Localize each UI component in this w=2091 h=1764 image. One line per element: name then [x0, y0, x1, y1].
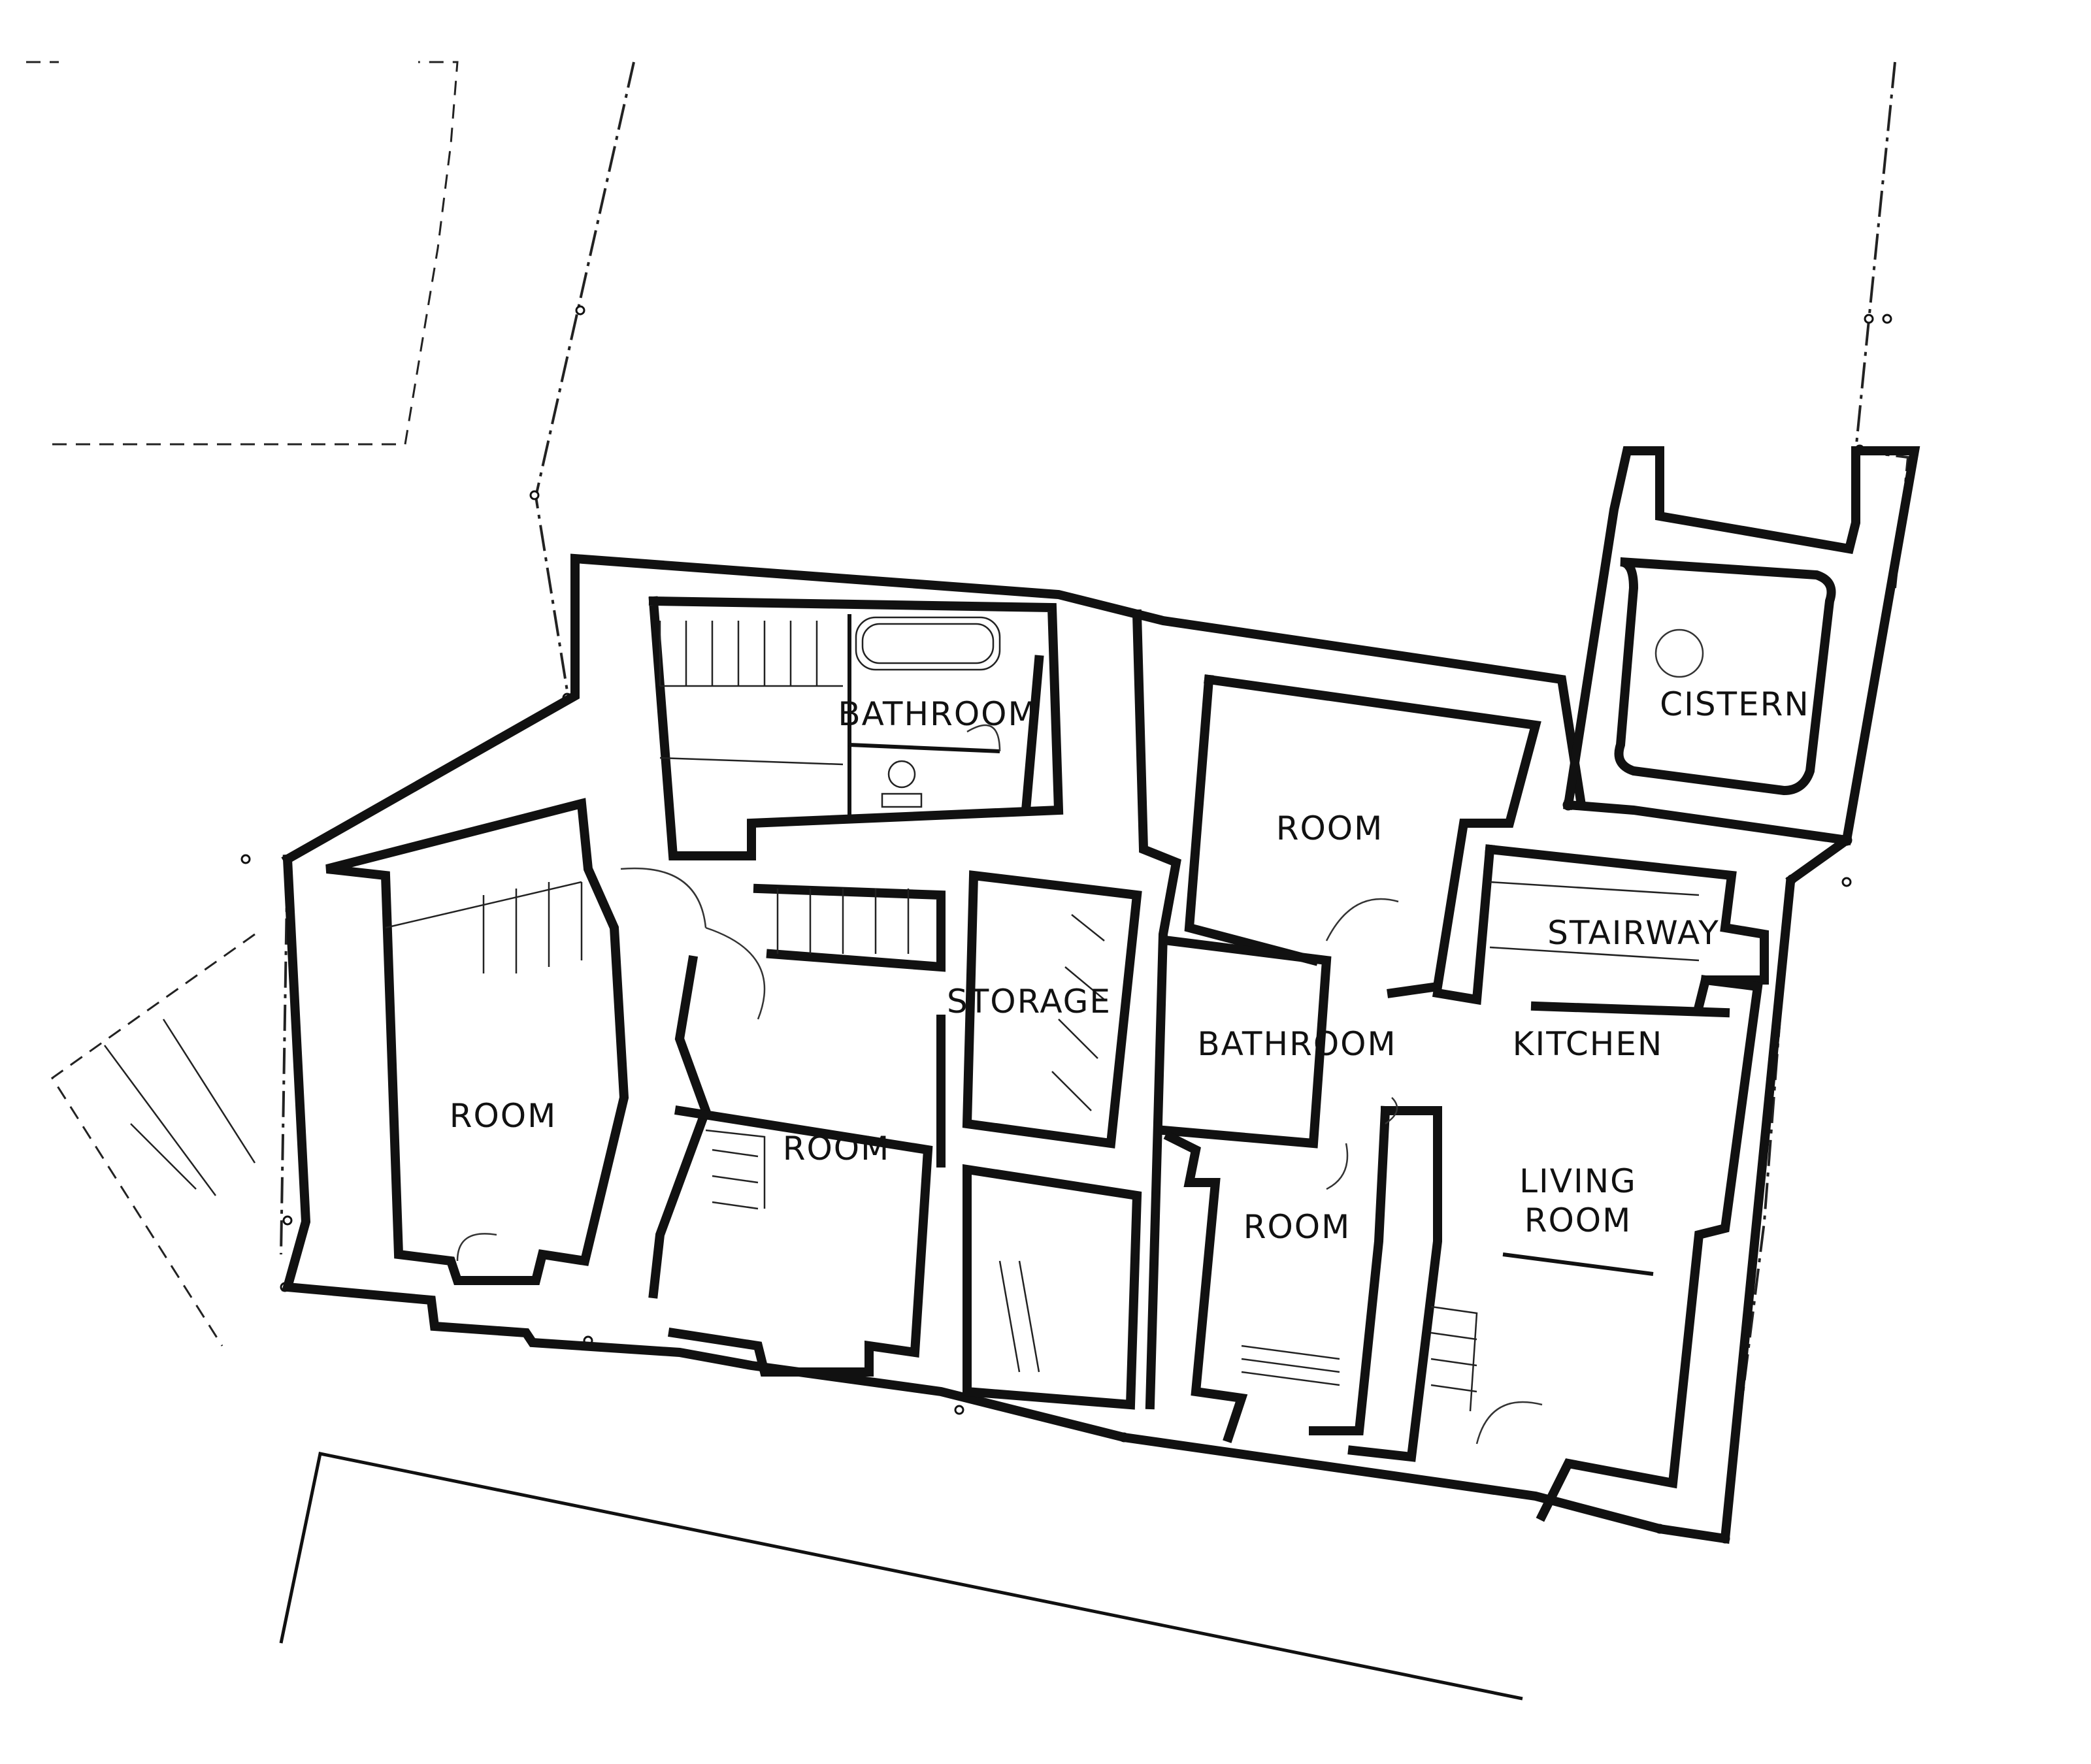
street-edge: [279, 1452, 1523, 1701]
interior-walls: [325, 596, 1769, 1522]
outer-walls: [281, 446, 1920, 1544]
label-kitchen: KITCHEN: [1513, 1025, 1664, 1063]
label-stairway: STAIRWAY: [1547, 914, 1720, 952]
label-living-room-line1: LIVING: [1519, 1162, 1637, 1200]
door-swings: [456, 724, 1543, 1445]
label-room-southwest: ROOM: [783, 1130, 891, 1168]
label-room-south: ROOM: [1243, 1208, 1351, 1246]
label-cistern: CISTERN: [1660, 685, 1810, 723]
label-living-room-line2: ROOM: [1524, 1201, 1632, 1239]
toilet: [881, 760, 923, 808]
label-storage: STORAGE: [947, 983, 1111, 1021]
stair-hatching: [385, 621, 1700, 1412]
room-labels: ROOM BATHROOM ROOM STORAGE ROOM BATHROOM…: [450, 685, 1810, 1246]
label-bathroom-north: BATHROOM: [838, 695, 1037, 733]
label-room-north: ROOM: [1276, 809, 1384, 847]
bathtub: [855, 616, 1001, 671]
label-room-west: ROOM: [450, 1097, 557, 1135]
label-bathroom-center: BATHROOM: [1197, 1025, 1396, 1063]
cistern-structure: [1614, 557, 1836, 796]
